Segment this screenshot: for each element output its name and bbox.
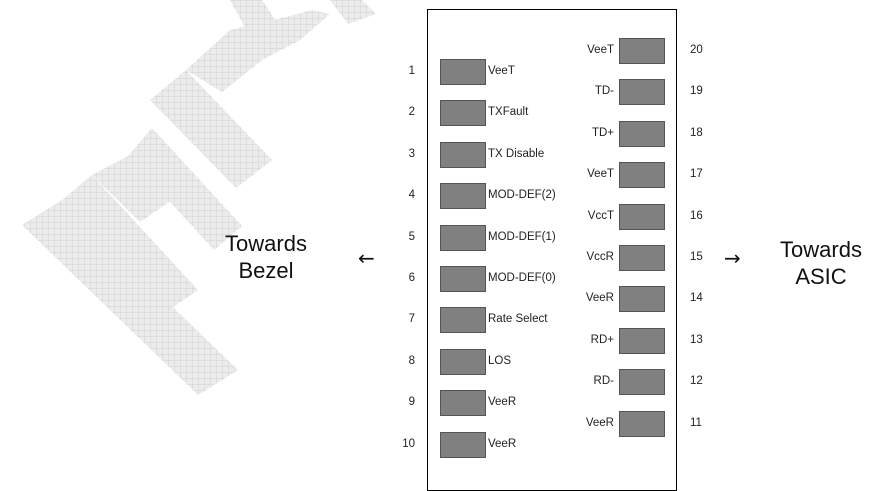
pin-signal-label: RD+ [590, 333, 614, 346]
pin-signal-label: VeeR [585, 292, 614, 305]
pin-number: 13 [690, 333, 703, 346]
right-arrow-icon: → [724, 246, 741, 270]
pin-number: 5 [408, 230, 415, 243]
pin-pad [440, 266, 486, 292]
pin-number: 7 [408, 313, 415, 326]
pin-number: 14 [690, 292, 703, 305]
pin-signal-label: VeeR [488, 396, 517, 409]
pin-number: 4 [408, 189, 415, 202]
left-arrow-icon: ← [358, 246, 375, 270]
pin-signal-label: MOD-DEF(2) [488, 189, 556, 202]
pin-signal-label: TD- [594, 85, 614, 98]
pin-number: 19 [690, 85, 703, 98]
pin-pad [440, 307, 486, 334]
pin-pad [440, 390, 486, 417]
pin-signal-label: LOS [488, 354, 512, 367]
towards-asic-line2: ASIC [795, 264, 847, 289]
towards-bezel-line1: Towards [225, 231, 307, 256]
pin-signal-label: VeeR [488, 437, 517, 450]
pin-pad [440, 431, 486, 458]
pin-pad [440, 224, 486, 251]
pin-signal-label: VeeR [585, 416, 614, 429]
pin-number: 8 [408, 354, 415, 367]
pin-signal-label: MOD-DEF(1) [488, 230, 556, 243]
pin-signal-label: VeeT [587, 44, 614, 56]
pin-number: 12 [690, 375, 703, 388]
pin-pad [619, 286, 665, 313]
pin-pad [619, 120, 665, 147]
pin-pad [619, 79, 665, 106]
pin-pad [440, 100, 486, 127]
pin-number: 15 [690, 251, 703, 263]
pin-number: 16 [690, 209, 703, 222]
pin-signal-label: VeeT [587, 168, 614, 181]
pin-number: 11 [690, 416, 702, 429]
pin-signal-label: VccT [587, 209, 614, 222]
pin-number: 2 [408, 106, 415, 119]
towards-bezel-line2: Bezel [238, 258, 294, 283]
pin-number: 17 [690, 168, 703, 181]
pin-signal-label: VccR [586, 251, 614, 263]
pin-signal-label: RD- [593, 375, 614, 388]
pin-pad [619, 38, 665, 64]
pin-signal-label: MOD-DEF(0) [488, 272, 556, 284]
pin-signal-label: Rate Select [488, 313, 548, 326]
pin-number: 6 [408, 272, 415, 284]
pin-signal-label: TD+ [591, 126, 614, 139]
pin-signal-label: VeeT [488, 65, 515, 77]
pin-number: 1 [408, 65, 415, 77]
pin-number: 20 [690, 44, 703, 56]
pin-pad [619, 203, 665, 230]
pin-pad [619, 327, 665, 354]
pin-pad [619, 369, 665, 396]
pin-number: 18 [690, 126, 703, 139]
pin-pad [619, 410, 665, 437]
pin-pad [619, 245, 665, 271]
pin-pad [440, 183, 486, 210]
towards-asic-line1: Towards [780, 237, 862, 262]
pin-signal-label: TXFault [488, 106, 529, 119]
towards-asic-label: Towards ASIC [766, 236, 876, 290]
pin-number: 10 [402, 437, 415, 450]
pin-signal-label: TX Disable [488, 147, 545, 160]
pin-pad [440, 59, 486, 85]
pin-number: 9 [408, 396, 415, 409]
pin-number: 3 [408, 147, 415, 160]
towards-bezel-label: Towards Bezel [206, 230, 326, 284]
pin-pad [440, 348, 486, 375]
pin-pad [619, 162, 665, 189]
pin-pad [440, 141, 486, 168]
